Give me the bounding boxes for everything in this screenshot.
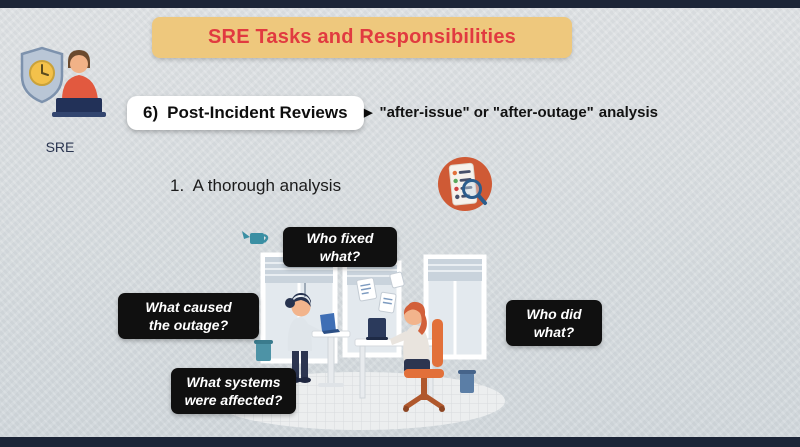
callout-who-did-what: Who did what? (506, 300, 602, 346)
sre-person-shield-icon (20, 46, 106, 117)
subtitle-text: "after-issue" or "after-outage" (379, 104, 594, 121)
title-banner: SRE Tasks and Responsibilities (152, 17, 572, 58)
office-illustration (215, 231, 505, 430)
point-1: 1. A thorough analysis (170, 176, 342, 195)
letterbox-top (0, 0, 800, 8)
callout-who-fixed-what: Who fixed what? (283, 227, 397, 267)
arrow-bullet-icon: ▶ (364, 107, 373, 119)
heading-pill: 6) Post-Incident Reviews (127, 96, 364, 130)
title-text: SRE Tasks and Responsibilities (208, 26, 516, 48)
letterbox-bottom (0, 437, 800, 447)
subtitle-bold: analysis (598, 104, 659, 121)
heading-number: 6) (143, 103, 159, 122)
sre-badge: SRE (12, 42, 108, 155)
sre-label: SRE (45, 139, 75, 155)
subtitle: ▶ "after-issue" or "after-outage" analys… (364, 104, 658, 121)
callout-what-caused-the-outage: What caused the outage? (118, 293, 259, 339)
analysis-checklist-icon (438, 157, 492, 211)
heading-text: Post-Incident Reviews (167, 103, 348, 122)
callout-what-systems-were-affected: What systems were affected? (171, 368, 296, 414)
